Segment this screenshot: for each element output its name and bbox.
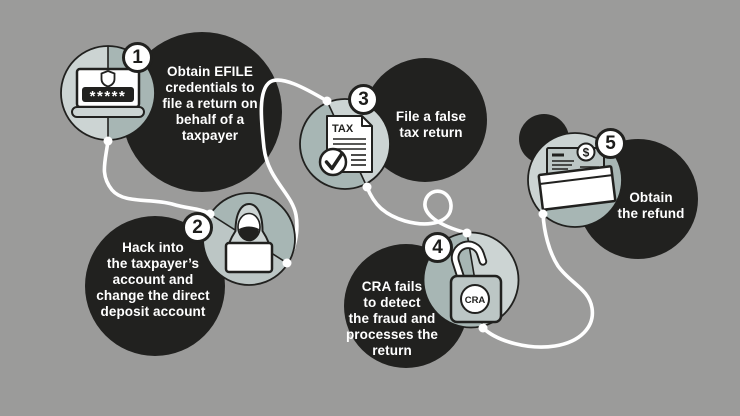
- step-1-number: 1: [132, 46, 143, 68]
- step-3-badge: 3: [348, 84, 379, 115]
- step-4-line-5: return: [372, 343, 412, 358]
- step-1-line-2: credentials to: [165, 80, 255, 95]
- password-asterisks: *****: [90, 88, 127, 105]
- dollar-coin-icon: [576, 142, 596, 162]
- step-2-text: Hack into the taxpayer’s account and cha…: [96, 240, 209, 320]
- step-4-text: CRA fails to detect the fraud and proces…: [346, 279, 438, 359]
- hacker-icon: [224, 202, 274, 274]
- step-1-line-5: taxpayer: [181, 128, 239, 143]
- step-3-line-2: tax return: [399, 125, 463, 140]
- step-1-line-4: behalf of a: [175, 112, 245, 127]
- step-1-dark-circle: [122, 32, 282, 192]
- step-5-line-2: the refund: [617, 206, 685, 221]
- step-5-text: Obtain the refund: [618, 190, 685, 222]
- step-1-line-1: Obtain EFILE: [167, 64, 253, 79]
- step-5-line-1: Obtain: [629, 190, 673, 205]
- flow-line: [102, 78, 595, 349]
- dollar-sign: $: [583, 146, 590, 160]
- step-3-number: 3: [358, 88, 369, 110]
- step-4-number: 4: [432, 236, 443, 258]
- cra-label: CRA: [465, 295, 486, 306]
- step-2-line-2: the taxpayer’s: [106, 256, 200, 271]
- step-4-badge: 4: [422, 232, 453, 263]
- step-2-badge: 2: [182, 212, 213, 243]
- tax-document-icon: TAX: [318, 115, 373, 177]
- step-4-icon-circle: CRA: [422, 231, 520, 329]
- step-2-line-4: change the direct: [96, 288, 210, 303]
- step-1-line-3: file a return on: [162, 96, 258, 111]
- step-4-line-2: to detect: [363, 295, 421, 310]
- step-4-line-3: the fraud and: [348, 311, 436, 326]
- step-2-dark-circle: [85, 216, 225, 356]
- step-1-badge: 1: [122, 42, 153, 73]
- tax-label: TAX: [332, 123, 354, 135]
- shield-icon: [100, 70, 116, 88]
- step-2-line-5: deposit account: [100, 304, 206, 319]
- step-3-text: File a false tax return: [396, 109, 466, 141]
- step-5-badge: 5: [595, 128, 626, 159]
- step-3-icon-circle: TAX: [299, 98, 391, 190]
- step-2-line-1: Hack into: [122, 240, 184, 255]
- step-1-text: Obtain EFILE credentials to file a retur…: [162, 64, 257, 144]
- step-2-line-3: account and: [112, 272, 194, 287]
- step-3-dark-circle: [363, 58, 487, 182]
- envelope-icon: [537, 165, 617, 211]
- laptop-password-icon: *****: [71, 67, 145, 118]
- step-4-line-4: processes the: [345, 327, 439, 342]
- open-padlock-icon: CRA: [449, 240, 503, 324]
- step-3-line-1: File a false: [395, 109, 467, 124]
- step-4-line-1: CRA fails: [361, 279, 423, 294]
- step-5-number: 5: [605, 132, 616, 154]
- step-2-number: 2: [192, 216, 203, 238]
- refund-cheque-icon: $: [537, 142, 617, 211]
